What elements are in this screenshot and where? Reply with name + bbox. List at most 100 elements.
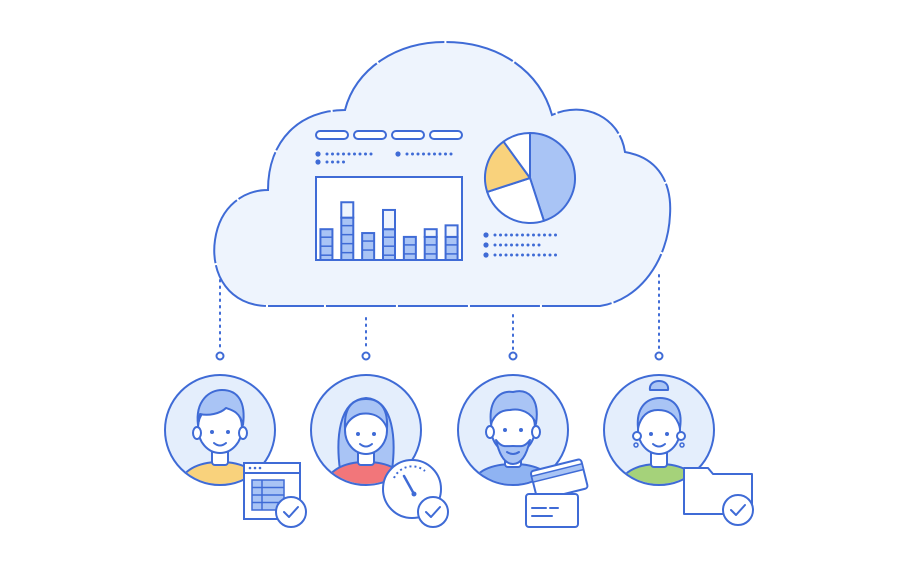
bar-segment — [340, 201, 355, 219]
pie-legend-dots — [483, 232, 557, 258]
legend-dot — [353, 152, 356, 156]
legend-dot — [510, 233, 513, 237]
legend-dot — [504, 253, 508, 257]
pie-slice — [484, 140, 531, 193]
pie-slice — [529, 132, 576, 222]
legend-dot — [336, 152, 340, 156]
cloud-icon — [212, 40, 672, 308]
legend-dot — [493, 243, 497, 247]
spreadsheet-icon — [243, 462, 301, 520]
legend-dot — [416, 152, 420, 156]
legend-dot — [369, 152, 373, 156]
legend-bullet — [395, 151, 401, 157]
legend-dot — [411, 152, 414, 156]
header-pill — [391, 130, 425, 140]
user-avatar-icon — [603, 374, 715, 486]
checkmark-icon — [275, 496, 307, 528]
legend-dot — [554, 253, 557, 257]
legend-dot — [521, 243, 524, 247]
pie-slice — [502, 132, 531, 179]
legend-dot — [358, 152, 362, 156]
legend-dot — [427, 152, 431, 156]
header-pill — [429, 130, 463, 140]
legend-dot — [331, 152, 334, 156]
legend-dot — [325, 152, 329, 156]
legend-dot — [405, 152, 409, 156]
legend-dot — [331, 160, 334, 164]
legend-dot — [444, 152, 447, 156]
legend-bullet — [315, 151, 321, 157]
legend-dot — [499, 233, 502, 237]
connector-node — [361, 351, 371, 361]
header-pill — [353, 130, 387, 140]
legend-dot — [347, 152, 351, 156]
bar-segment — [444, 235, 459, 261]
legend-dot — [532, 233, 535, 237]
cloud-shape — [213, 40, 672, 307]
legend-dot — [493, 253, 497, 257]
legend-dot — [449, 152, 453, 156]
legend-dot — [532, 243, 535, 247]
user-avatar-icon — [457, 374, 569, 486]
legend-dot — [526, 233, 530, 237]
connector-node — [508, 351, 518, 361]
legend-dot — [438, 152, 442, 156]
legend-dot — [515, 243, 519, 247]
legend-dot — [521, 233, 524, 237]
legend-dot — [537, 253, 541, 257]
bar-segment — [402, 235, 417, 261]
connector-node — [654, 351, 664, 361]
bar-segment — [444, 224, 459, 238]
legend-dot — [521, 253, 524, 257]
legend-dots — [315, 151, 453, 165]
bar-chart-icon — [315, 176, 463, 262]
legend-dot — [537, 233, 541, 237]
legend-dot — [526, 253, 530, 257]
legend-dot — [336, 160, 340, 164]
bar-segment — [423, 235, 438, 261]
legend-dot — [515, 253, 519, 257]
legend-dot — [493, 233, 497, 237]
legend-dot — [499, 243, 502, 247]
connector-node — [215, 351, 225, 361]
bar-segment — [423, 228, 438, 238]
legend-dot — [510, 243, 513, 247]
legend-dot — [548, 253, 552, 257]
legend-dot — [499, 253, 502, 257]
checkmark-icon — [722, 494, 754, 526]
legend-dot — [532, 253, 535, 257]
bar-segment — [382, 208, 396, 231]
credit-card-icon — [525, 458, 589, 528]
connectors — [215, 274, 664, 361]
legend-dot — [510, 253, 513, 257]
legend-dot — [433, 152, 436, 156]
legend-dot — [325, 160, 329, 164]
legend-dot — [554, 233, 557, 237]
legend-dot — [342, 152, 345, 156]
checkmark-icon — [417, 496, 449, 528]
legend-dot — [537, 243, 541, 247]
pie-slice — [486, 177, 545, 224]
legend-bullet — [483, 252, 489, 258]
dashboard-header — [315, 130, 463, 140]
legend-dot — [504, 243, 508, 247]
legend-bullet — [315, 159, 321, 165]
bar-segment — [340, 216, 355, 261]
legend-bullet — [483, 242, 489, 248]
legend-dot — [364, 152, 367, 156]
legend-dot — [526, 243, 530, 247]
hair-bun — [648, 380, 670, 391]
legend-dot — [504, 233, 508, 237]
pie-chart-icon — [484, 132, 576, 224]
legend-dot — [543, 253, 546, 257]
legend-dot — [342, 160, 345, 164]
legend-dot — [515, 233, 519, 237]
legend-bullet — [483, 232, 489, 238]
header-pill — [315, 130, 349, 140]
bar-segment — [361, 232, 376, 262]
legend-dot — [543, 233, 546, 237]
cloud-outline-dash — [212, 40, 672, 308]
legend-dot — [548, 233, 552, 237]
